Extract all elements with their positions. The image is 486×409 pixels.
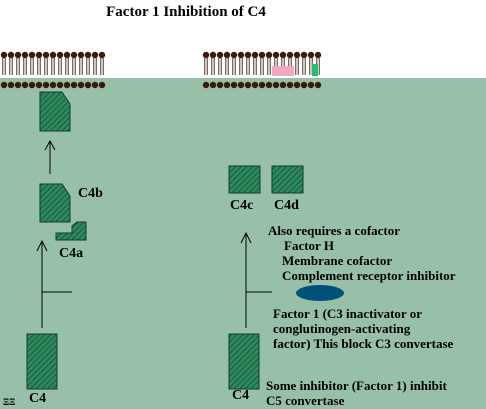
lipid-head — [14, 51, 22, 59]
lipid-head — [223, 81, 231, 89]
lipid-head — [272, 81, 280, 89]
lipid-head — [56, 51, 64, 59]
lipid-head — [91, 51, 99, 59]
label-c4-left: C4 — [29, 391, 47, 406]
c4-left-shape — [26, 333, 58, 390]
label-c4a: C4a — [59, 246, 84, 261]
lipid-head — [63, 81, 71, 89]
lipid-head — [91, 81, 99, 89]
lipid-head — [230, 51, 238, 59]
factor1-line-3: factor) This block C3 convertase — [273, 336, 454, 351]
lipid-head — [314, 81, 322, 89]
arrow-up-left-bottom-head — [36, 239, 48, 252]
lipid-head — [272, 51, 280, 59]
lipid-head — [77, 51, 85, 59]
lipid-head — [279, 81, 287, 89]
lipid-head — [244, 81, 252, 89]
lipid-head — [14, 81, 22, 89]
lipid-head — [42, 81, 50, 89]
lipid-head — [21, 51, 29, 59]
lipid-head — [286, 81, 294, 89]
cofactor-item-1: Factor H — [284, 238, 334, 253]
lipid-head — [258, 81, 266, 89]
lipid-head — [209, 51, 217, 59]
lipid-head — [265, 81, 273, 89]
lipid-head — [84, 51, 92, 59]
lipid-head — [244, 51, 252, 59]
membrane-left — [0, 51, 106, 89]
lipid-head — [237, 81, 245, 89]
lipid-head — [98, 51, 106, 59]
c4d-shape — [271, 165, 304, 194]
lipid-head — [293, 81, 301, 89]
lipid-head — [7, 51, 15, 59]
lipid-head — [70, 51, 78, 59]
inhibitor-line-2: C5 convertase — [266, 393, 345, 408]
lipid-head — [21, 81, 29, 89]
factor1-enzyme — [296, 285, 344, 301]
corner-mark: ΞΞ — [3, 397, 16, 407]
lipid-head — [314, 51, 322, 59]
page-title-text: Factor 1 Inhibition of C4 — [106, 4, 266, 20]
lipid-head — [258, 51, 266, 59]
lipid-head — [56, 81, 64, 89]
lipid-head — [70, 81, 78, 89]
lipid-head — [216, 81, 224, 89]
cofactor-item-3: Complement receptor inhibitor — [282, 268, 456, 283]
arrow-up-left-top-head — [44, 139, 56, 151]
artifact-green-fragment — [312, 64, 318, 76]
lipid-head — [293, 51, 301, 59]
inhibitor-line-1: Some inhibitor (Factor 1) inhibit — [266, 378, 447, 393]
lipid-head — [35, 51, 43, 59]
c4c-shape — [228, 165, 261, 194]
lipid-head — [49, 81, 57, 89]
lipid-head — [216, 51, 224, 59]
artifact-pink-fragment — [272, 66, 294, 76]
lipid-head — [300, 81, 308, 89]
lipid-head — [0, 51, 8, 59]
lipid-head — [237, 51, 245, 59]
lipid-head — [28, 51, 36, 59]
cofactor-heading: Also requires a cofactor — [268, 223, 401, 238]
label-c4d: C4d — [274, 198, 299, 213]
page-title: Factor 1 Inhibition of C4 — [0, 4, 486, 21]
lipid-head — [7, 81, 15, 89]
lipid-head — [202, 81, 210, 89]
lipid-head — [84, 81, 92, 89]
arrow-up-right-head — [240, 231, 252, 244]
lipid-head — [209, 81, 217, 89]
cofactor-item-2: Membrane cofactor — [282, 253, 393, 268]
lipid-head — [230, 81, 238, 89]
lipid-head — [0, 81, 8, 89]
lipid-head — [63, 51, 71, 59]
lipid-head — [77, 81, 85, 89]
label-c4c: C4c — [230, 198, 254, 213]
lipid-head — [202, 51, 210, 59]
lipid-head — [300, 51, 308, 59]
lipid-head — [28, 81, 36, 89]
label-c4-right: C4 — [232, 388, 250, 403]
lipid-head — [98, 81, 106, 89]
lipid-head — [49, 51, 57, 59]
c4a-shape — [55, 221, 87, 241]
lipid-head — [307, 51, 315, 59]
lipid-head — [42, 51, 50, 59]
c4b-bound-shape — [39, 91, 71, 132]
membrane-right — [202, 51, 322, 89]
factor1-line-1: Factor 1 (C3 inactivator or — [273, 306, 422, 321]
factor1-line-2: conglutinogen-activating — [273, 321, 411, 336]
lipid-head — [35, 81, 43, 89]
label-c4b: C4b — [78, 186, 103, 201]
lipid-head — [223, 51, 231, 59]
c4b-shape — [39, 183, 71, 223]
lipid-head — [251, 51, 259, 59]
lipid-head — [279, 51, 287, 59]
lipid-head — [307, 81, 315, 89]
c4-right-shape — [228, 333, 260, 390]
lipid-head — [286, 51, 294, 59]
lipid-head — [251, 81, 259, 89]
lipid-head — [265, 51, 273, 59]
